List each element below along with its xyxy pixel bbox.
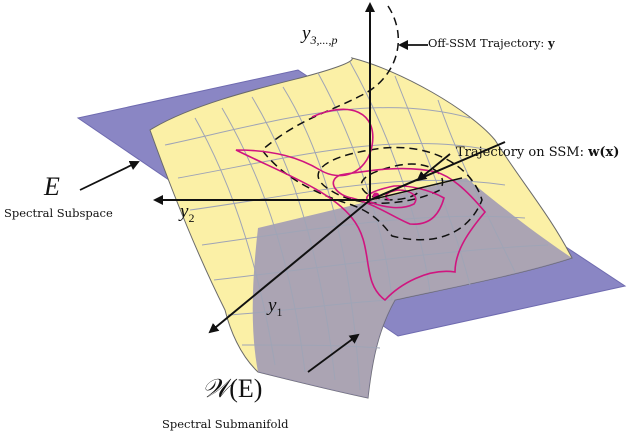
spectral-submanifold-label: Spectral Submanifold [162, 417, 289, 431]
spectral-subspace-label: Spectral Subspace [4, 206, 113, 220]
axis-y1 [208, 199, 371, 334]
y2-label: y2 [180, 201, 195, 225]
on-ssm-label: Trajectory on SSM: w(x) [456, 145, 620, 160]
submanifold-grid [164, 61, 549, 391]
W-pointer-arrow [307, 333, 360, 373]
off-ssm-label: Off-SSM Trajectory: y [428, 36, 555, 50]
y1-label: y1 [268, 295, 283, 319]
axis-y1-continuation [369, 141, 506, 201]
axis-y2-continuation [369, 177, 463, 201]
on-ssm-pointer-arrow [416, 153, 451, 182]
off-ssm-trajectory [260, 5, 483, 241]
E-label: E [44, 172, 60, 201]
W-label: 𝒲(E) [202, 374, 263, 403]
E-pointer-arrow [79, 160, 140, 191]
y-axis-top-label: y3,...,p [302, 23, 338, 47]
submanifold-shadow-region [252, 178, 572, 398]
